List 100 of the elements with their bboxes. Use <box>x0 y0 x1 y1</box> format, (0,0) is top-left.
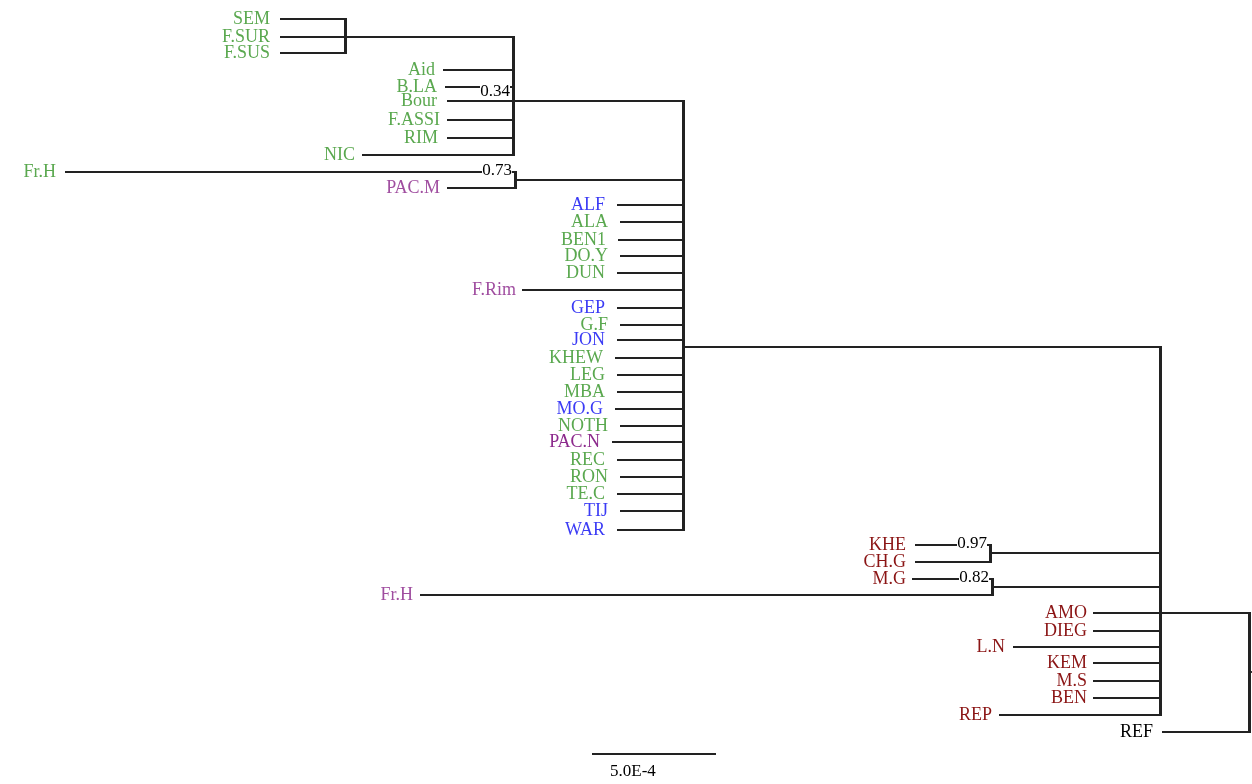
taxon-label: Aid <box>408 60 435 78</box>
taxon-label: CH.G <box>863 552 906 570</box>
tree-branch <box>1092 662 1161 664</box>
tree-branch <box>512 100 684 102</box>
taxon-label: NIC <box>324 145 355 163</box>
taxon-label: PAC.N <box>549 432 600 450</box>
support-value: 0.34 <box>480 83 510 99</box>
tree-branch <box>616 374 684 376</box>
taxon-label: REP <box>959 705 992 723</box>
taxon-label: L.N <box>976 637 1005 655</box>
taxon-label: KHEW <box>549 348 603 366</box>
taxon-label: MO.G <box>556 399 603 417</box>
taxon-label: PAC.M <box>386 178 440 196</box>
tree-branch <box>1092 697 1161 699</box>
tree-branch <box>279 36 346 38</box>
clade-bar <box>988 544 992 563</box>
taxon-label: F.ASSI <box>387 110 440 128</box>
taxon-label: BEN1 <box>561 230 606 248</box>
tree-branch <box>1092 680 1161 682</box>
tree-branch <box>279 52 346 54</box>
taxon-label: REC <box>570 450 605 468</box>
taxon-label: GEP <box>571 298 605 316</box>
taxon-label: G.F <box>580 315 608 333</box>
taxon-label: DO.Y <box>564 246 608 264</box>
taxon-label: TIJ <box>584 501 608 519</box>
taxon-label: ALA <box>571 212 608 230</box>
tree-branch <box>1161 731 1250 733</box>
taxon-label: F.SUR <box>221 27 270 45</box>
tree-branch <box>1012 646 1161 648</box>
taxon-label: DIEG <box>1044 621 1087 639</box>
tree-branch <box>361 154 514 156</box>
tree-branch <box>614 408 684 410</box>
taxon-label: REF <box>1120 722 1153 740</box>
taxon-label: JON <box>572 330 605 348</box>
tree-branch <box>989 552 1161 554</box>
clade-bar <box>1247 612 1251 733</box>
tree-branch <box>619 476 684 478</box>
tree-branch <box>619 221 684 223</box>
taxon-label: KEM <box>1047 653 1087 671</box>
tree-branch <box>619 324 684 326</box>
tree-branch <box>616 459 684 461</box>
clade-bar <box>1158 346 1162 716</box>
tree-branch <box>1159 612 1250 614</box>
tree-branch <box>64 171 516 173</box>
tree-branch <box>619 510 684 512</box>
taxon-label: SEM <box>233 9 270 27</box>
tree-branch <box>521 289 684 291</box>
tree-branch <box>617 239 684 241</box>
tree-branch <box>1092 630 1161 632</box>
tree-branch <box>344 36 514 38</box>
taxon-label: BEN <box>1051 688 1087 706</box>
tree-branch <box>619 425 684 427</box>
tree-branch <box>279 18 346 20</box>
tree-branch <box>446 187 516 189</box>
taxon-label: LEG <box>570 365 605 383</box>
clade-bar <box>513 171 517 189</box>
tree-branch <box>998 714 1161 716</box>
clade-bar <box>343 18 347 54</box>
support-value: 0.73 <box>482 162 512 178</box>
tree-branch <box>616 272 684 274</box>
taxon-label: M.G <box>872 569 906 587</box>
tree-branch <box>682 346 1161 348</box>
taxon-label: ALF <box>571 195 605 213</box>
clade-bar <box>681 100 685 531</box>
tree-branch <box>1092 612 1161 614</box>
taxon-label: F.Rim <box>471 280 516 298</box>
taxon-label: RON <box>570 467 608 485</box>
taxon-label: WAR <box>565 520 605 538</box>
taxon-label: TE.C <box>566 484 605 502</box>
tree-branch <box>614 357 684 359</box>
support-value: 0.82 <box>959 569 989 585</box>
taxon-label: MBA <box>564 382 605 400</box>
taxon-label: DUN <box>566 263 605 281</box>
tree-branch <box>442 69 514 71</box>
tree-branch <box>616 307 684 309</box>
scale-label: 5.0E-4 <box>610 762 656 780</box>
tree-branch <box>914 561 991 563</box>
tree-branch <box>616 391 684 393</box>
clade-bar <box>990 578 994 596</box>
tree-branch <box>514 179 684 181</box>
tree-branch <box>446 119 514 121</box>
taxon-label: AMO <box>1045 603 1087 621</box>
taxon-label: NOTH <box>558 416 608 434</box>
taxon-label: F.SUS <box>223 43 270 61</box>
taxon-label: Fr.H <box>380 585 413 603</box>
tree-branch <box>616 204 684 206</box>
clade-bar <box>511 36 515 156</box>
tree-branch <box>616 529 684 531</box>
tree-branch <box>446 137 514 139</box>
tree-branch <box>991 586 1161 588</box>
tree-branch <box>619 255 684 257</box>
tree-branch <box>616 339 684 341</box>
tree-branch <box>611 441 684 443</box>
taxon-label: RIM <box>404 128 438 146</box>
support-value: 0.97 <box>957 535 987 551</box>
tree-branch <box>446 100 514 102</box>
taxon-label: KHE <box>869 535 906 553</box>
taxon-label: M.S <box>1056 671 1087 689</box>
taxon-label: Fr.H <box>23 162 56 180</box>
tree-branch <box>419 594 993 596</box>
